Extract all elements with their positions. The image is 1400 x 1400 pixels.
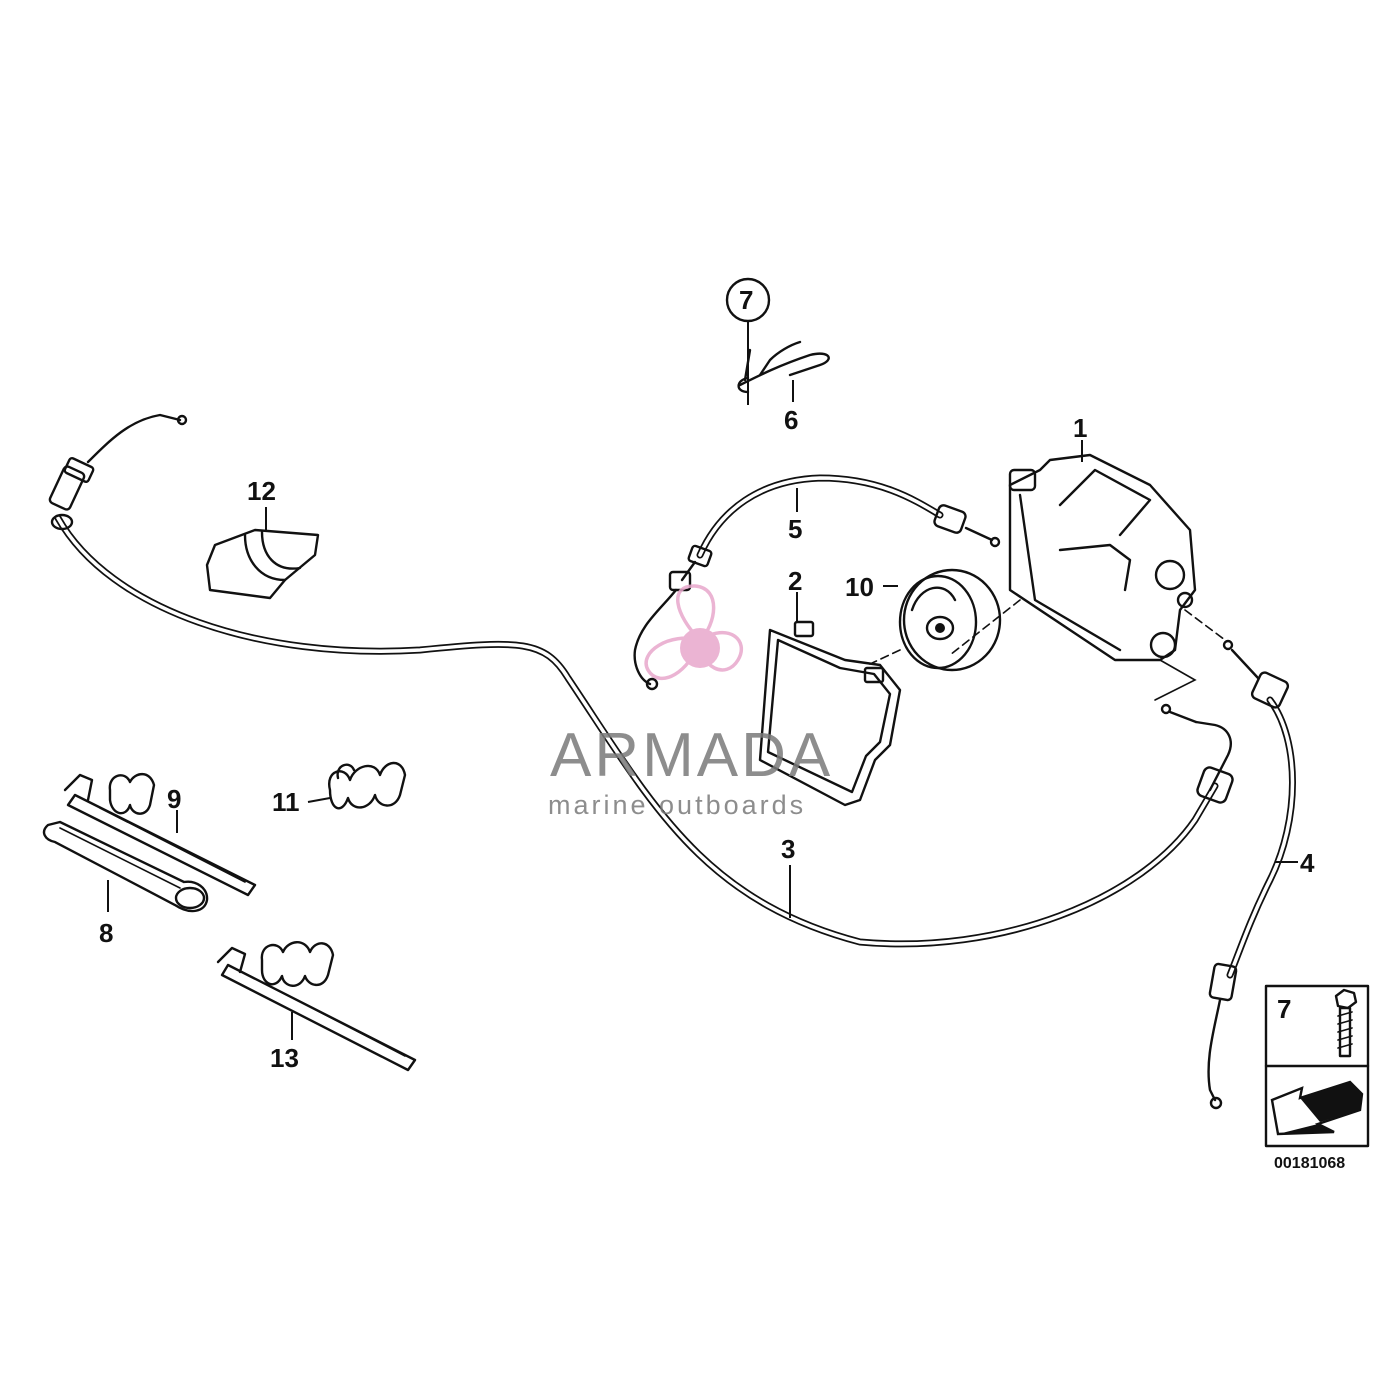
callout-8: 8 xyxy=(99,918,113,948)
cable-part-5 xyxy=(633,474,1001,691)
orientation-arrow-icon xyxy=(1270,1080,1364,1136)
pulley-part-10 xyxy=(869,568,1002,672)
callout-7-circle xyxy=(725,277,771,323)
watermark: ARMADA marine outboards xyxy=(548,584,833,820)
clip-part-6 xyxy=(737,340,830,394)
clamp-part-12 xyxy=(205,528,320,600)
callout-13: 13 xyxy=(270,1043,299,1073)
callout-1: 1 xyxy=(1073,413,1087,443)
cover-part-2 xyxy=(758,620,902,807)
callout-3: 3 xyxy=(781,834,795,864)
callout-4: 4 xyxy=(1300,848,1315,878)
cable-part-3 xyxy=(48,413,1234,948)
callout-5: 5 xyxy=(788,514,802,544)
actuator-unit-part-1 xyxy=(949,453,1226,701)
strap-part-8 xyxy=(42,820,209,913)
screw-icon xyxy=(1334,988,1358,1058)
propeller-logo-icon xyxy=(644,584,744,681)
diagram-code: 00181068 xyxy=(1274,1155,1345,1172)
callout-10: 10 xyxy=(845,572,874,602)
callout-11: 11 xyxy=(272,787,300,817)
cable-tie-part-13 xyxy=(216,941,417,1072)
watermark-brand: ARMADA xyxy=(550,721,833,790)
callout-12: 12 xyxy=(247,476,276,506)
clip-part-11 xyxy=(328,761,407,810)
legend-box: 7 xyxy=(1264,984,1370,1148)
leader-lines xyxy=(107,322,1298,1040)
cable-part-4 xyxy=(1207,639,1296,1110)
callout-2: 2 xyxy=(788,566,802,596)
callout-6: 6 xyxy=(784,405,798,435)
watermark-tagline: marine outboards xyxy=(548,790,806,820)
callout-7: 7 xyxy=(739,285,753,315)
legend-item-number: 7 xyxy=(1277,994,1291,1024)
callout-labels: 1 2 3 4 5 6 7 8 9 10 11 12 13 xyxy=(99,277,1315,1073)
callout-9: 9 xyxy=(167,784,181,814)
cable-tie-part-9 xyxy=(63,772,257,897)
